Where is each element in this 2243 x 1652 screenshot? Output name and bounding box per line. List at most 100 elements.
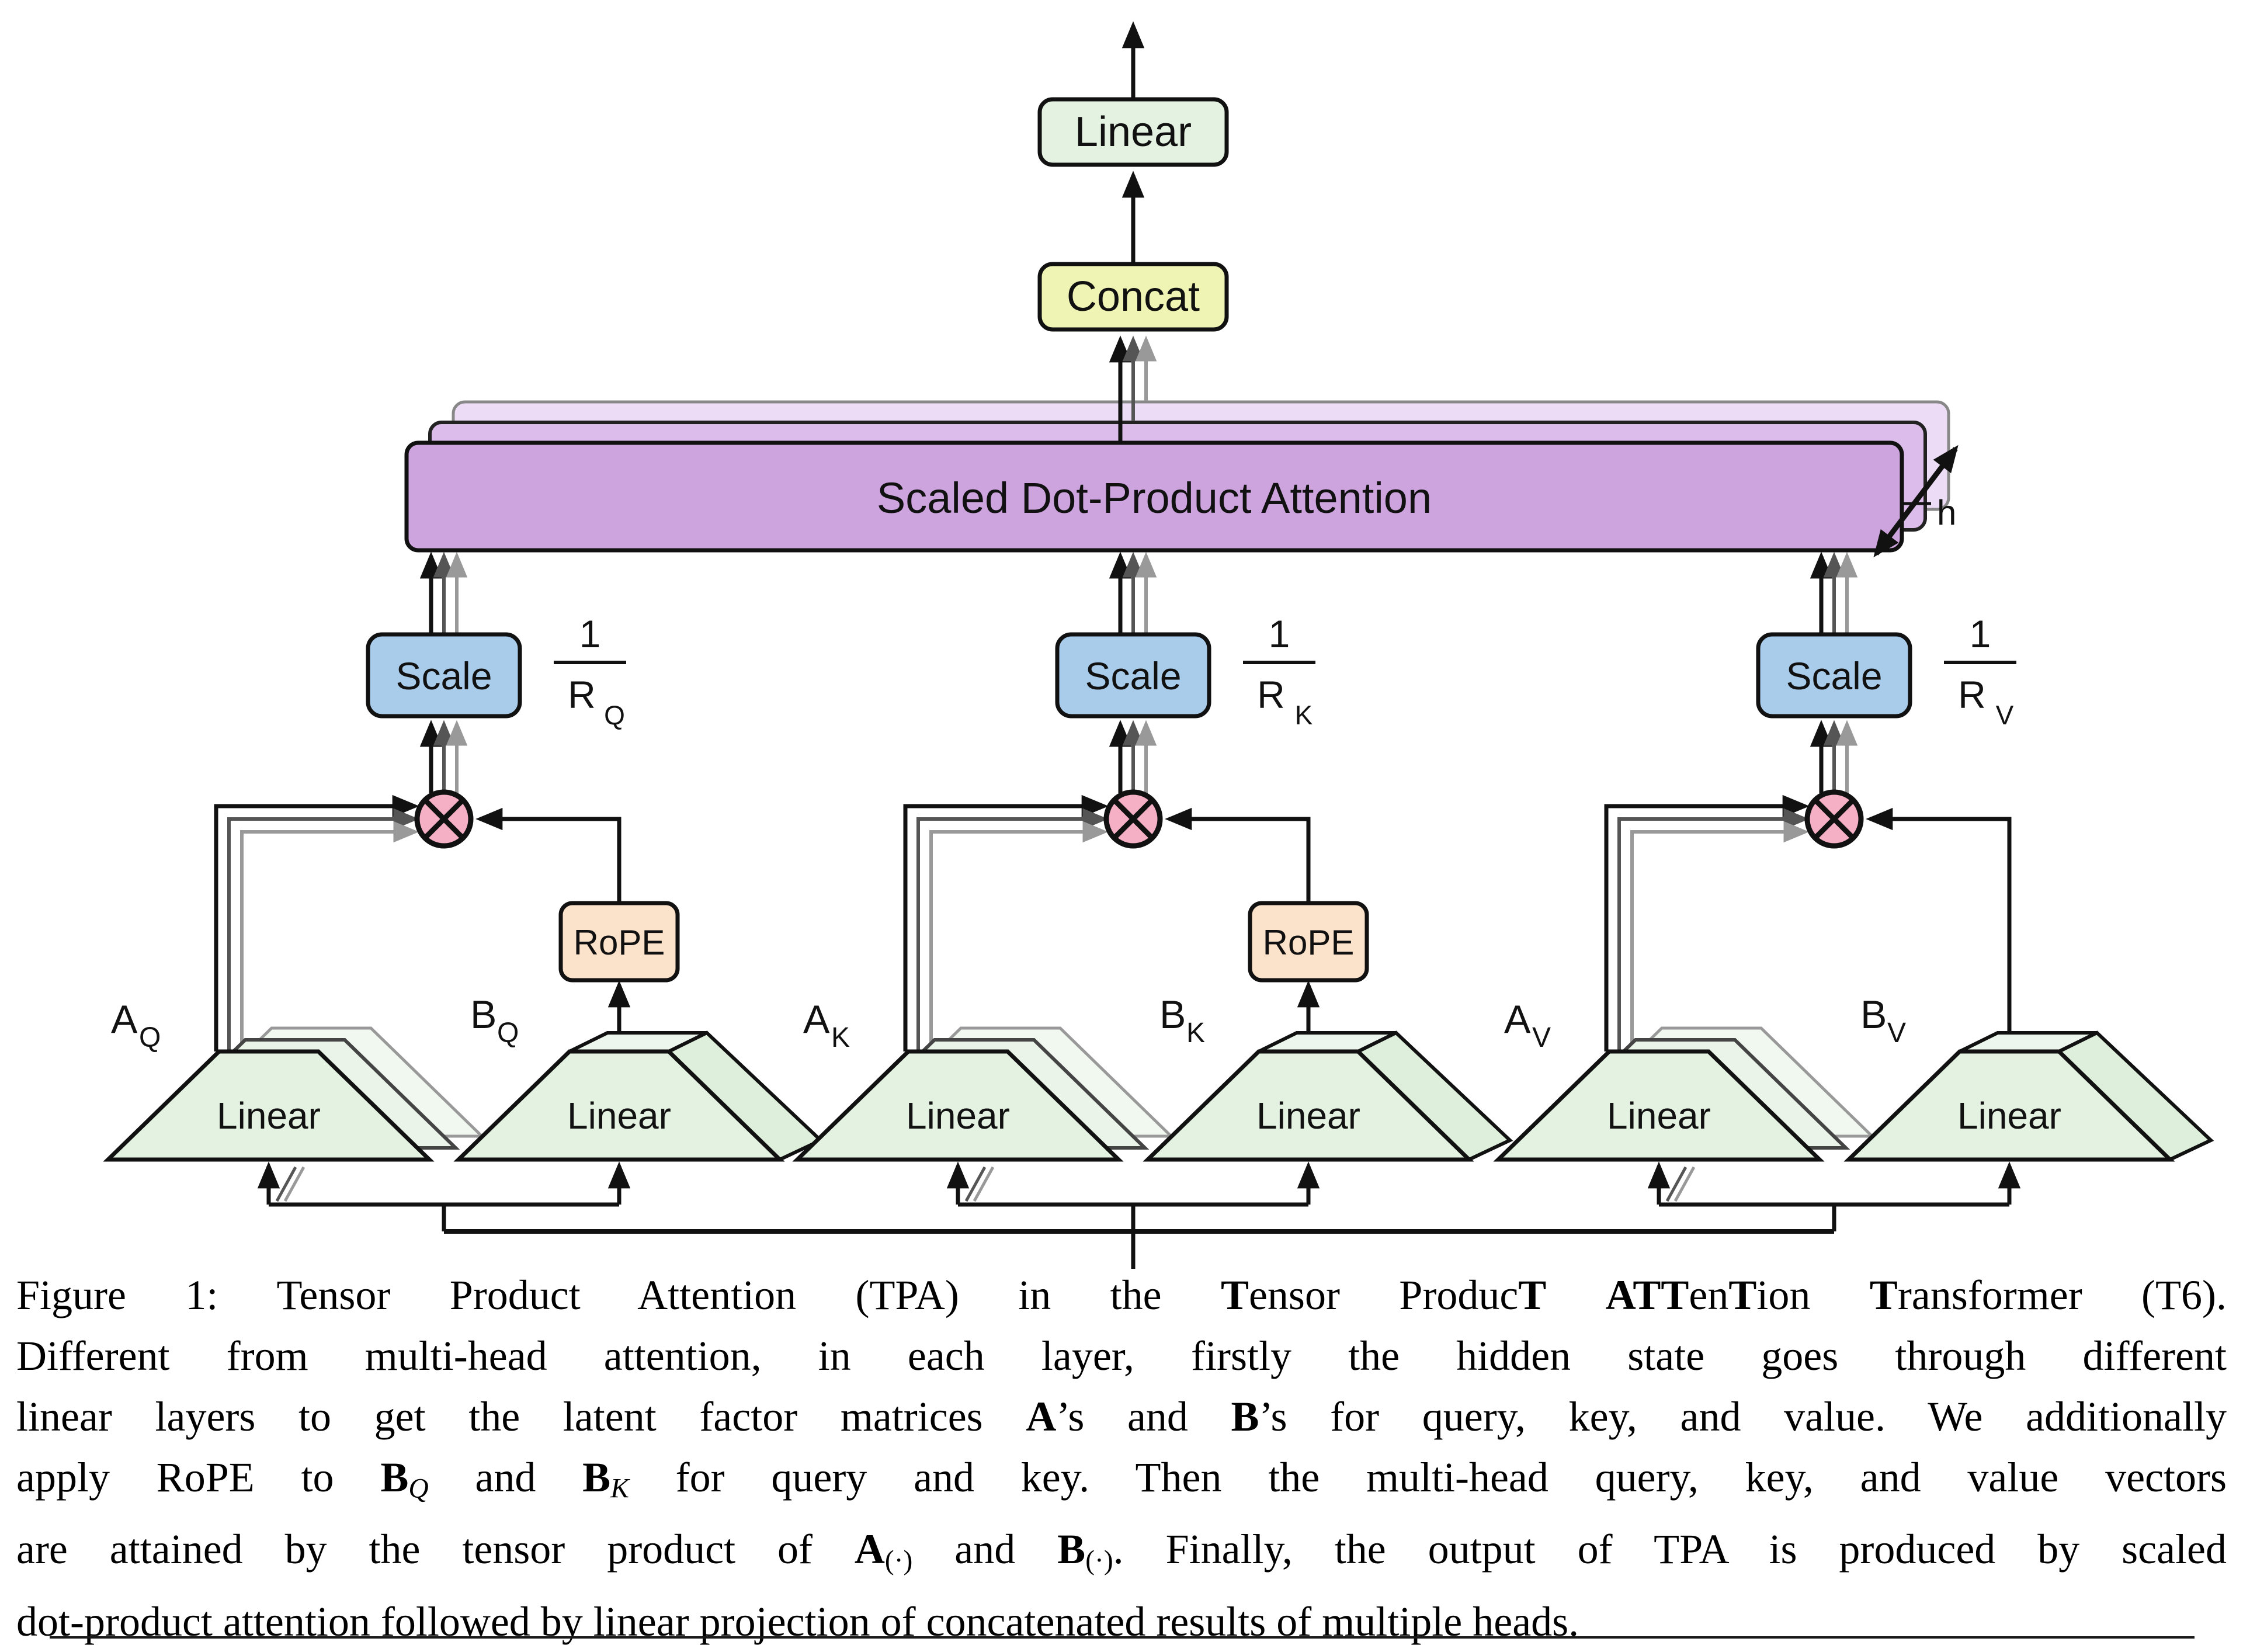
caption-text: linear layers to get the latent factor m… — [16, 1393, 1026, 1440]
rope-q-label: RoPE — [574, 923, 665, 962]
rope-k-label: RoPE — [1263, 923, 1355, 962]
caption-text: for query and key. Then the multi-head q… — [629, 1454, 2227, 1501]
svg-text:1: 1 — [1970, 612, 1991, 655]
caption-text: (·) — [1085, 1545, 1113, 1576]
rope-k-box: RoPE — [1248, 901, 1369, 983]
page-rule — [50, 1636, 2195, 1639]
svg-text:B: B — [470, 992, 496, 1037]
linear-ak-trapezoid: Linear — [792, 1026, 1175, 1162]
caption-text: ensor Produc — [1248, 1272, 1519, 1318]
caption-text: and — [428, 1454, 583, 1501]
caption-text: K — [610, 1473, 629, 1504]
output-column: Concat Linear — [1037, 21, 1229, 442]
linear-bk-trapezoid: Linear — [1143, 1030, 1513, 1162]
svg-text:Linear: Linear — [567, 1095, 671, 1137]
caption-text: B — [380, 1454, 409, 1501]
num-heads-annotation: h — [1873, 445, 1959, 558]
caption-text: B — [1057, 1526, 1086, 1573]
caption-text: and — [912, 1526, 1058, 1573]
svg-text:Linear: Linear — [906, 1095, 1010, 1137]
factor-label-bq: B Q — [470, 992, 519, 1049]
caption-text: ’s and — [1056, 1393, 1231, 1440]
caption-text: T — [1220, 1272, 1249, 1318]
scale-q-label: Scale — [395, 654, 492, 697]
caption-text: ion — [1756, 1272, 1870, 1318]
caption-text: T — [1518, 1272, 1547, 1318]
svg-text:1: 1 — [579, 612, 601, 655]
num-heads-label: h — [1937, 493, 1956, 532]
svg-text:1: 1 — [1269, 612, 1290, 655]
rank-fraction-v: 1 R V — [1944, 612, 2016, 730]
caption-text: ransformer (T6). — [1897, 1272, 2227, 1318]
concat-label: Concat — [1067, 273, 1200, 320]
svg-text:Linear: Linear — [1256, 1095, 1360, 1137]
scale-k-box: Scale — [1055, 632, 1211, 719]
caption-text: (·) — [884, 1545, 913, 1576]
scale-k-label: Scale — [1085, 654, 1181, 697]
caption-text: Figure 1: Tensor Product Attention (TPA)… — [16, 1272, 1221, 1318]
caption-text: A — [1026, 1393, 1057, 1440]
linear-bv-trapezoid: Linear — [1843, 1030, 2214, 1162]
caption-text: apply RoPE to — [16, 1454, 381, 1501]
svg-text:K: K — [1295, 700, 1313, 730]
svg-text:R: R — [1958, 673, 1986, 716]
scaled-dot-product-attention-box: Scaled Dot-Product Attention — [404, 400, 1950, 553]
factor-label-av: A V — [1504, 997, 1551, 1053]
figure-caption: Figure 1: Tensor Product Attention (TPA)… — [16, 1265, 2227, 1652]
caption-line-6: dot-product attention followed by linear… — [16, 1591, 2227, 1652]
caption-line-5: are attained by the tensor product of A(… — [16, 1519, 2227, 1591]
tensor-product-q-icon — [414, 789, 474, 849]
rank-fraction-k: 1 R K — [1243, 612, 1315, 730]
sdpa-label: Scaled Dot-Product Attention — [877, 474, 1432, 522]
b-factor-to-product-arrows — [475, 807, 2012, 1048]
svg-text:Linear: Linear — [217, 1095, 321, 1137]
scale-q-box: Scale — [366, 632, 522, 719]
caption-text: . Finally, the output of TPA is produced… — [1113, 1526, 2227, 1573]
rope-q-box: RoPE — [558, 901, 680, 983]
svg-text:A: A — [111, 997, 138, 1042]
caption-line-1: Figure 1: Tensor Product Attention (TPA)… — [16, 1265, 2227, 1325]
svg-text:K: K — [1186, 1018, 1205, 1049]
svg-text:Q: Q — [139, 1022, 161, 1053]
svg-text:R: R — [568, 673, 596, 716]
svg-text:K: K — [831, 1022, 850, 1053]
svg-text:V: V — [1532, 1022, 1551, 1053]
a-factor-to-product-arrows — [214, 794, 1810, 1051]
factor-label-aq: A Q — [111, 997, 161, 1053]
factor-label-bv: B V — [1860, 992, 1906, 1049]
linear-aq-trapezoid: Linear — [103, 1026, 486, 1162]
rank-fraction-q: 1 R Q — [554, 612, 626, 730]
svg-text:B: B — [1860, 992, 1887, 1037]
factor-label-bk: B K — [1159, 992, 1205, 1049]
svg-text:Q: Q — [604, 700, 625, 730]
linear-av-trapezoid: Linear — [1493, 1026, 1876, 1162]
caption-text: en — [1689, 1272, 1729, 1318]
scale-v-box: Scale — [1756, 632, 1912, 719]
caption-text: B — [1231, 1393, 1259, 1440]
caption-text: Different from multi-head attention, in … — [16, 1332, 2227, 1379]
caption-line-4: apply RoPE to BQ and BK for query and ke… — [16, 1447, 2227, 1519]
caption-text: T — [1728, 1272, 1757, 1318]
linear-bq-trapezoid: Linear — [453, 1030, 824, 1162]
svg-text:R: R — [1257, 673, 1285, 716]
tensor-product-v-icon — [1804, 789, 1864, 849]
hidden-state-input-wiring — [257, 1161, 2021, 1269]
tensor-product-k-icon — [1103, 789, 1163, 849]
svg-text:B: B — [1159, 992, 1186, 1037]
caption-line-3: linear layers to get the latent factor m… — [16, 1386, 2227, 1447]
svg-text:V: V — [1887, 1018, 1906, 1049]
output-linear-label: Linear — [1075, 109, 1192, 155]
svg-text:V: V — [1996, 700, 2014, 730]
caption-text: Q — [408, 1473, 429, 1504]
factor-label-ak: A K — [803, 997, 850, 1053]
caption-text: ’s for query, key, and value. We additio… — [1259, 1393, 2227, 1440]
caption-text: B — [582, 1454, 611, 1501]
svg-text:Linear: Linear — [1957, 1095, 2061, 1137]
svg-text:A: A — [803, 997, 830, 1042]
scale-to-attention-arrows — [419, 551, 1858, 634]
caption-text: are attained by the tensor product of — [16, 1526, 855, 1573]
caption-text: ATT — [1605, 1272, 1689, 1318]
caption-text: T — [1869, 1272, 1898, 1318]
caption-line-2: Different from multi-head attention, in … — [16, 1325, 2227, 1386]
